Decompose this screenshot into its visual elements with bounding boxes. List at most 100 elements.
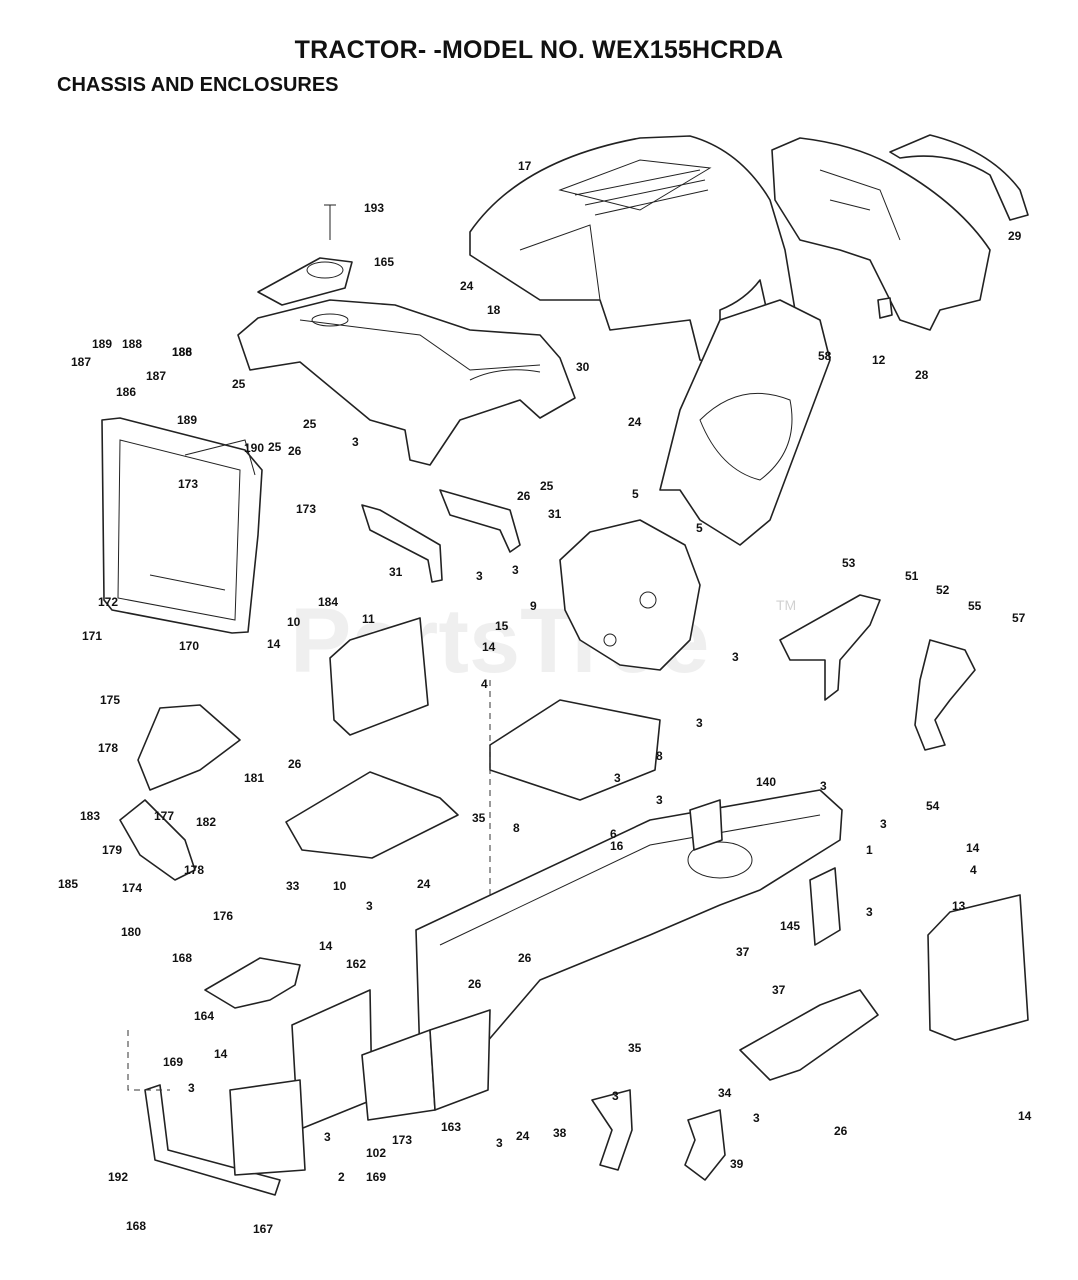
- part-callout-3: 3: [352, 435, 359, 449]
- part-callout-173: 173: [392, 1133, 412, 1147]
- part-callout-172: 172: [98, 595, 118, 609]
- bracket-53-part: [779, 594, 881, 701]
- part-callout-173: 173: [178, 477, 198, 491]
- part-callout-3: 3: [188, 1081, 195, 1095]
- bracket-38-part: [591, 1089, 633, 1171]
- part-callout-187: 187: [146, 369, 166, 383]
- front-plates-part: [291, 989, 491, 1131]
- part-callout-189: 189: [177, 413, 197, 427]
- bracket-55-part: [914, 639, 976, 751]
- part-callout-183: 183: [80, 809, 100, 823]
- part-callout-189: 189: [92, 337, 112, 351]
- grille-part: [771, 134, 1029, 331]
- part-callout-1: 1: [866, 843, 873, 857]
- part-callout-26: 26: [468, 977, 482, 991]
- part-callout-168: 168: [172, 951, 192, 965]
- part-callout-145: 145: [780, 919, 800, 933]
- bracket-39-part: [684, 1109, 726, 1181]
- part-callout-186: 186: [172, 345, 192, 359]
- part-callout-3: 3: [476, 569, 483, 583]
- part-callout-39: 39: [730, 1157, 744, 1171]
- part-callout-26: 26: [288, 757, 302, 771]
- part-callout-33: 33: [286, 879, 300, 893]
- part-callout-175: 175: [100, 693, 120, 707]
- part-callout-25: 25: [268, 440, 282, 454]
- part-callout-169: 169: [366, 1170, 386, 1184]
- part-callout-168: 168: [126, 1219, 146, 1233]
- part-callout-3: 3: [612, 1089, 619, 1103]
- part-callout-169: 169: [163, 1055, 183, 1069]
- part-callout-8: 8: [656, 749, 663, 763]
- page-title: TRACTOR- -MODEL NO. WEX155HCRDA: [294, 36, 784, 64]
- part-callout-55: 55: [968, 599, 982, 613]
- section-subtitle: CHASSIS AND ENCLOSURES: [57, 74, 339, 96]
- part-callout-14: 14: [214, 1047, 228, 1061]
- part-callout-186: 186: [116, 385, 136, 399]
- shield-175-part: [137, 704, 241, 791]
- floor-plate-part: [489, 699, 661, 801]
- part-callout-165: 165: [374, 255, 394, 269]
- part-callout-24: 24: [460, 279, 474, 293]
- part-callout-185: 185: [58, 877, 78, 891]
- part-callout-57: 57: [1012, 611, 1026, 625]
- part-callout-190: 190: [244, 441, 264, 455]
- part-callout-5: 5: [632, 487, 639, 501]
- part-callout-16: 16: [610, 839, 624, 853]
- part-callout-26: 26: [834, 1124, 848, 1138]
- part-callout-178: 178: [98, 741, 118, 755]
- part-callout-176: 176: [213, 909, 233, 923]
- support-plate-part: [559, 519, 701, 671]
- lever-174-part: [119, 799, 196, 881]
- part-callout-3: 3: [512, 563, 519, 577]
- part-callout-3: 3: [366, 899, 373, 913]
- part-callout-26: 26: [518, 951, 532, 965]
- part-callout-54: 54: [926, 799, 940, 813]
- screw-part: [324, 204, 336, 240]
- part-callout-14: 14: [966, 841, 980, 855]
- part-callout-51: 51: [905, 569, 919, 583]
- part-callout-35: 35: [628, 1041, 642, 1055]
- part-callout-18: 18: [487, 303, 501, 317]
- part-callout-6: 6: [610, 827, 617, 841]
- part-callout-179: 179: [102, 843, 122, 857]
- footrest-left-part: [285, 771, 459, 859]
- part-callout-38: 38: [553, 1126, 567, 1140]
- part-callout-188: 188: [122, 337, 142, 351]
- part-callout-29: 29: [1008, 229, 1022, 243]
- part-callout-3: 3: [866, 905, 873, 919]
- part-callout-3: 3: [656, 793, 663, 807]
- assembly-guide-line: [127, 1030, 170, 1091]
- part-callout-25: 25: [540, 479, 554, 493]
- part-callout-26: 26: [517, 489, 531, 503]
- part-callout-26: 26: [288, 444, 302, 458]
- part-callout-24: 24: [516, 1129, 530, 1143]
- part-callout-13: 13: [952, 899, 966, 913]
- part-callout-3: 3: [820, 779, 827, 793]
- part-callout-187: 187: [71, 355, 91, 369]
- part-callout-5: 5: [696, 521, 703, 535]
- part-callout-184: 184: [318, 595, 338, 609]
- part-callout-35: 35: [472, 811, 486, 825]
- part-callout-53: 53: [842, 556, 856, 570]
- watermark-trademark: TM: [776, 597, 796, 613]
- part-callout-58: 58: [818, 349, 832, 363]
- part-callout-164: 164: [194, 1009, 214, 1023]
- side-panel-right-part: [927, 894, 1029, 1041]
- part-callout-192: 192: [108, 1170, 128, 1184]
- bracket-164-part: [204, 957, 301, 1009]
- bumper-clip-part: [877, 297, 893, 319]
- side-panel-left-part: [329, 617, 429, 736]
- part-callout-182: 182: [196, 815, 216, 829]
- part-callout-30: 30: [576, 360, 590, 374]
- part-callout-4: 4: [481, 677, 488, 691]
- part-callout-25: 25: [303, 417, 317, 431]
- part-callout-3: 3: [696, 716, 703, 730]
- footrest-right-part: [739, 989, 879, 1081]
- part-callout-12: 12: [872, 353, 886, 367]
- part-callout-193: 193: [364, 201, 384, 215]
- part-callout-162: 162: [346, 957, 366, 971]
- hood-part: [469, 135, 796, 366]
- part-callout-14: 14: [267, 637, 281, 651]
- part-callout-4: 4: [970, 863, 977, 877]
- bracket-145-part: [809, 867, 841, 946]
